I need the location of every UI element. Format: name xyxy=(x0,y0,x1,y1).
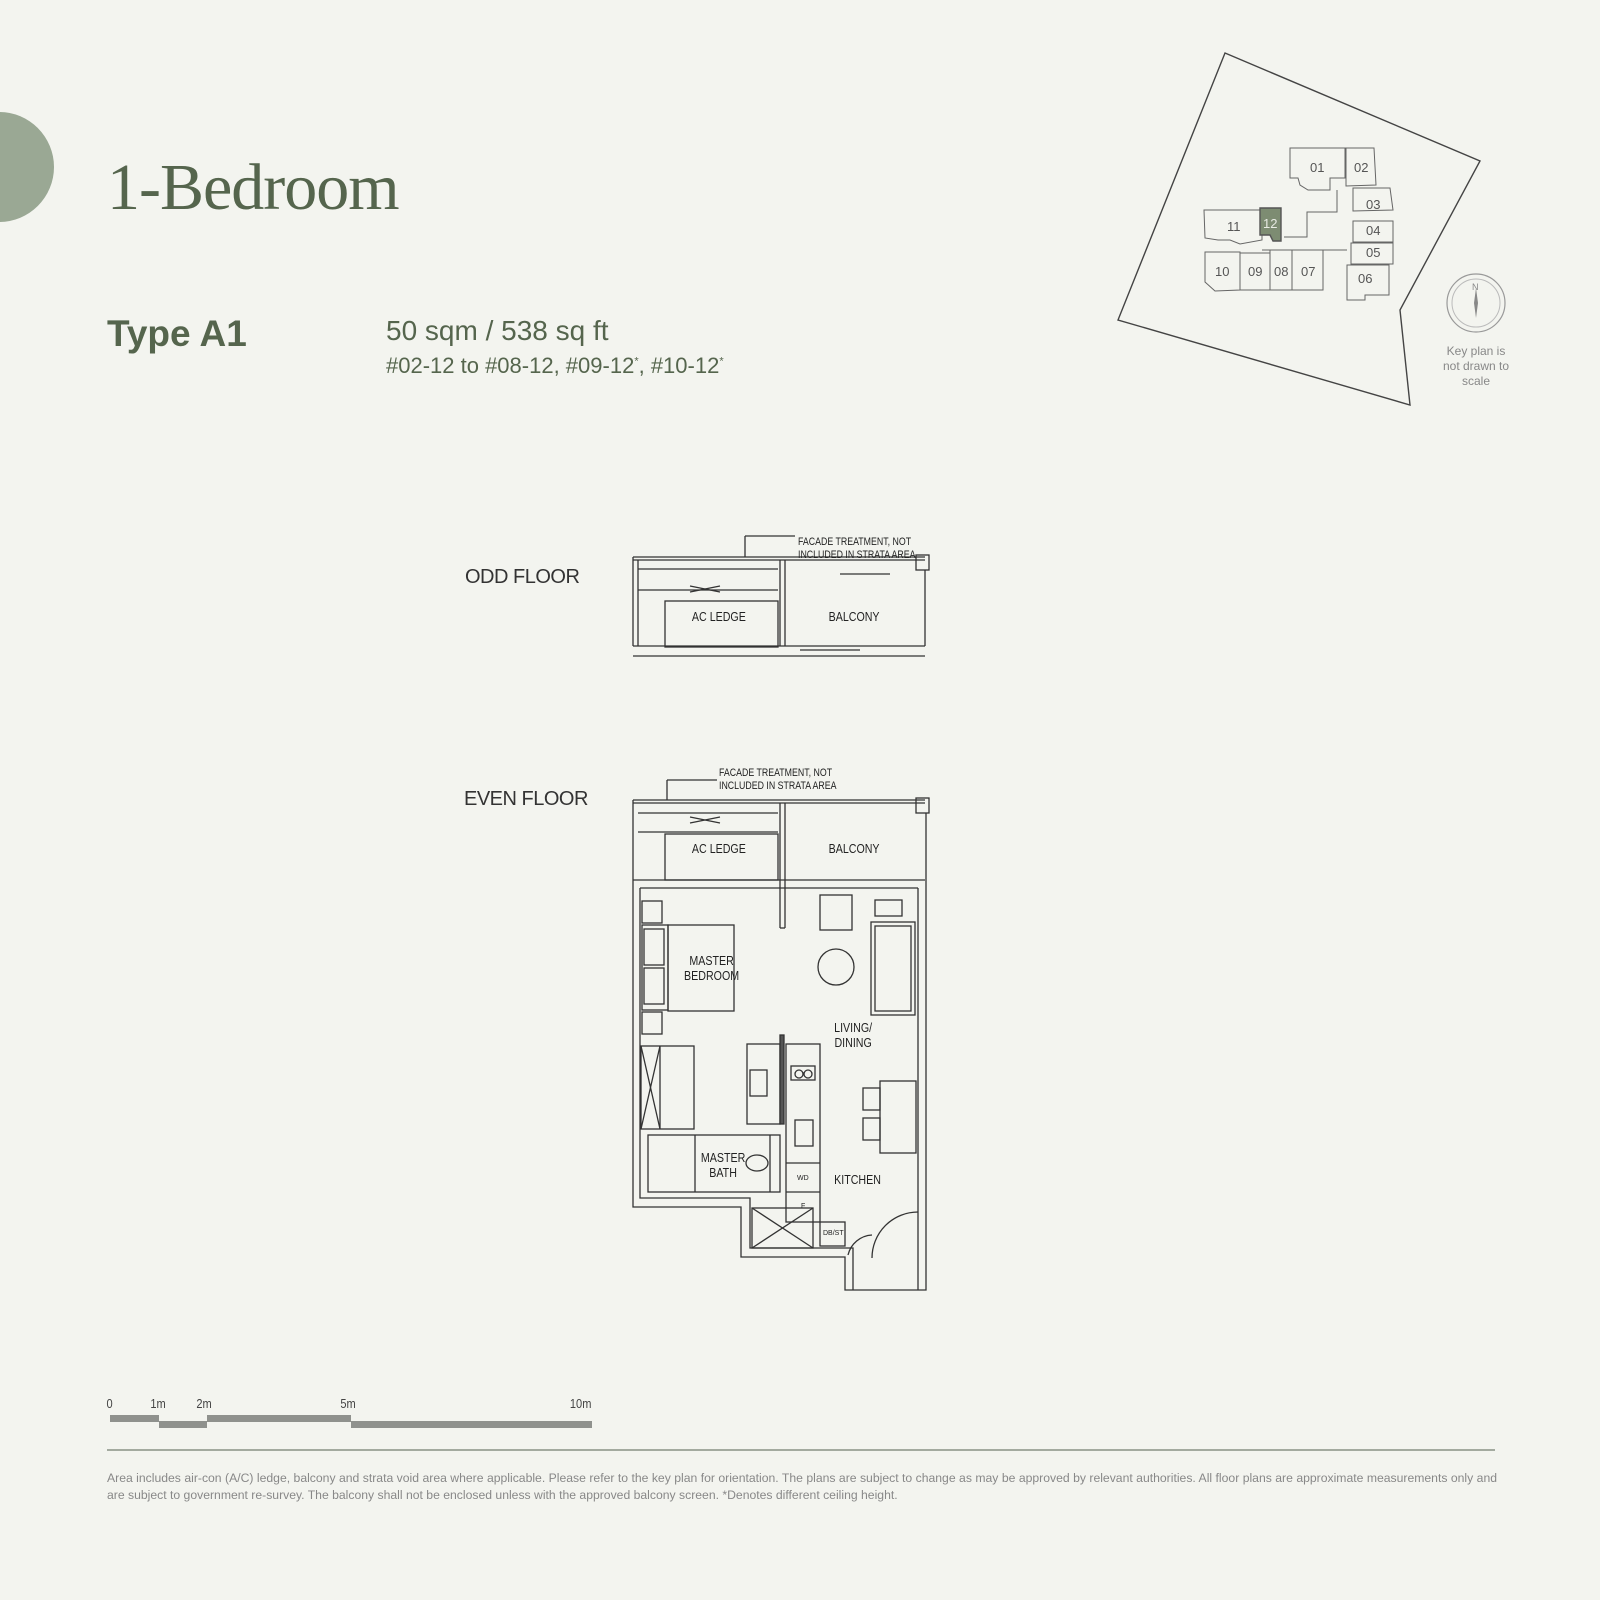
key-plan-unit-03: 03 xyxy=(1366,197,1381,212)
key-plan-unit-02: 02 xyxy=(1354,160,1369,175)
scale-label-1m: 1m xyxy=(150,1396,166,1411)
scale-label-10m: 10m xyxy=(569,1396,592,1411)
unit-type: Type A1 xyxy=(107,313,247,354)
units-mid: , #10-12 xyxy=(638,353,720,378)
key-plan-unit-04: 04 xyxy=(1366,223,1381,238)
key-plan xyxy=(1117,52,1506,406)
key-plan-unit-07: 07 xyxy=(1301,264,1316,279)
unit-area: 50 sqm / 538 sq ft xyxy=(386,315,609,346)
key-plan-unit-01: 01 xyxy=(1310,160,1325,175)
scale-label-2m: 2m xyxy=(196,1396,212,1411)
key-plan-unit-09: 09 xyxy=(1248,264,1263,279)
scale-bar xyxy=(110,1415,592,1428)
even-ac-ledge-label: AC LEDGE xyxy=(691,841,746,856)
db-st-label: DB/ST xyxy=(823,1230,844,1237)
asterisk: * xyxy=(634,355,639,368)
asterisk: * xyxy=(719,355,724,368)
scale-label-0: 0 xyxy=(106,1396,113,1411)
key-plan-unit-06: 06 xyxy=(1358,271,1373,286)
units-prefix: #02-12 to #08-12, #09-12 xyxy=(386,353,635,378)
even-floor-plan xyxy=(632,779,930,1291)
even-balcony-label: BALCONY xyxy=(828,841,880,856)
key-plan-unit-12-highlight xyxy=(1259,207,1282,242)
odd-floor-plan xyxy=(632,535,930,657)
key-plan-unit-10: 10 xyxy=(1215,264,1230,279)
key-plan-unit-08: 08 xyxy=(1274,264,1289,279)
footer-divider xyxy=(107,1449,1495,1451)
key-plan-unit-11: 11 xyxy=(1227,219,1241,234)
key-plan-unit-05: 05 xyxy=(1366,245,1381,260)
disclaimer: Area includes air-con (A/C) ledge, balco… xyxy=(107,1471,1497,1502)
compass-north-label: N xyxy=(1472,282,1479,292)
living-dining-label: LIVING/DINING xyxy=(834,1020,873,1050)
odd-floor-label: ODD FLOOR xyxy=(465,566,580,588)
fridge-label: F xyxy=(801,1203,806,1210)
scale-label-5m: 5m xyxy=(340,1396,356,1411)
key-plan-unit-12: 12 xyxy=(1263,216,1278,231)
unit-numbers: #02-12 to #08-12, #09-12*, #10-12* xyxy=(386,353,724,379)
even-floor-label: EVEN FLOOR xyxy=(464,788,588,810)
page-title: 1-Bedroom xyxy=(107,151,400,224)
kitchen-label: KITCHEN xyxy=(834,1172,881,1187)
compass-icon xyxy=(1446,273,1506,333)
washer-dryer-label: WD xyxy=(797,1175,809,1182)
odd-balcony-label: BALCONY xyxy=(828,609,880,624)
key-plan-note: Key plan is not drawn to scale xyxy=(1442,344,1510,388)
odd-ac-ledge-label: AC LEDGE xyxy=(691,609,746,624)
